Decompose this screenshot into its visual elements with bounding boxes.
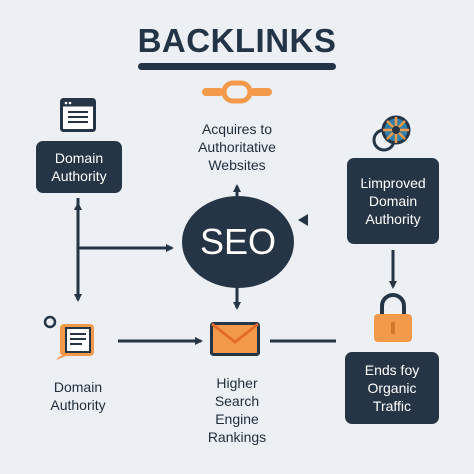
padlock-icon bbox=[374, 293, 412, 342]
browser-window-icon bbox=[60, 98, 96, 132]
domain-authority-label: Domain Authority bbox=[50, 379, 106, 413]
network-globe-icon bbox=[372, 115, 411, 152]
envelope-icon bbox=[210, 322, 260, 356]
domain-authority-box: Domain Authority bbox=[36, 141, 122, 193]
seo-hub: SEO bbox=[182, 196, 294, 288]
document-icon bbox=[43, 315, 94, 360]
chain-link-icon bbox=[202, 80, 272, 104]
title-underline bbox=[138, 63, 336, 70]
improved-domain-authority-box: Ŀimproved Domain Authority bbox=[347, 158, 439, 244]
organic-traffic-box: Ends foy Organic Traffic bbox=[345, 352, 439, 424]
seo-right-pointer bbox=[298, 214, 308, 226]
rankings-label: Higher Search Engine Rankings bbox=[207, 375, 267, 445]
page-title: BACKLINKS bbox=[137, 22, 337, 59]
acquires-label: Acquires to Authoritative Websites bbox=[198, 121, 276, 173]
